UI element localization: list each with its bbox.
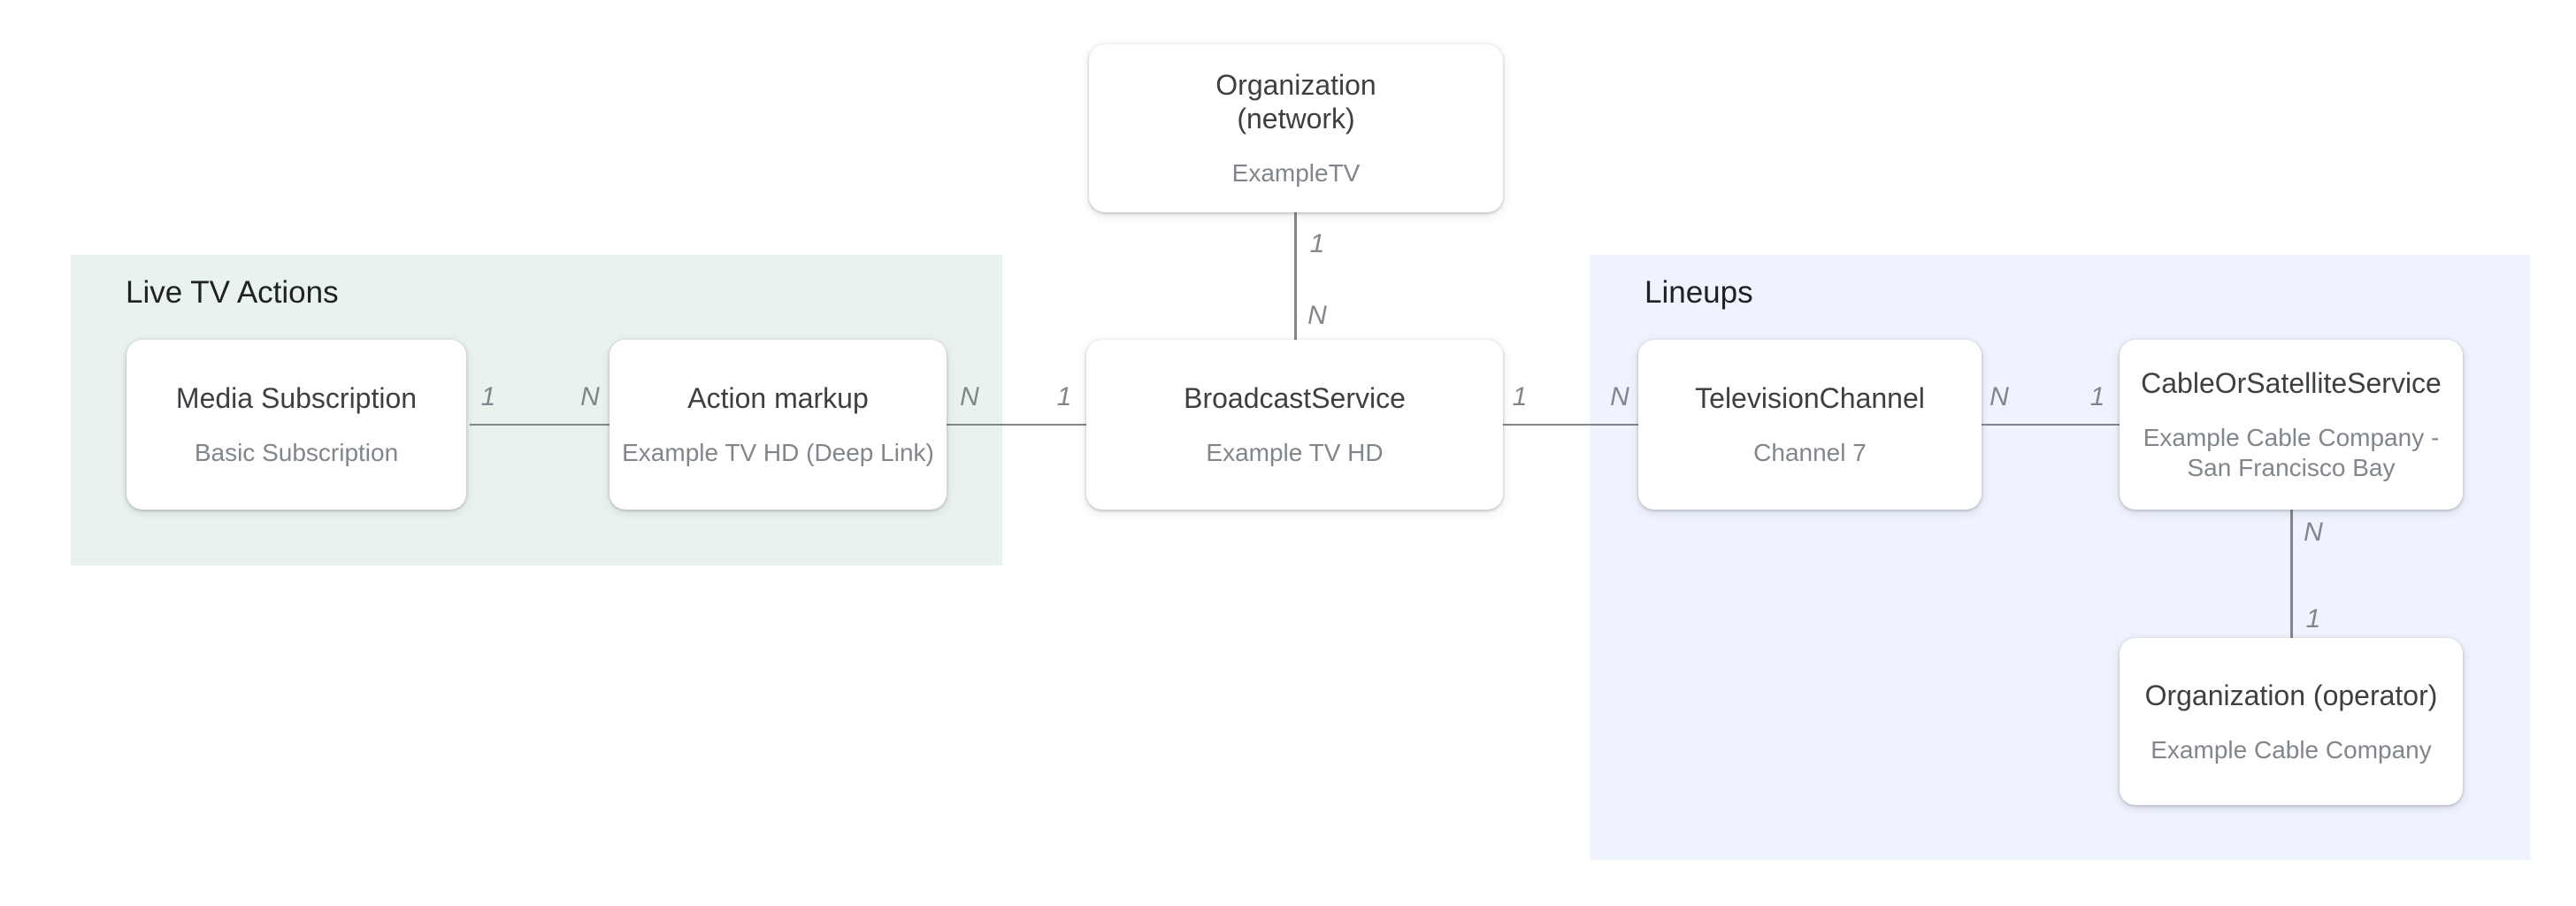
connector-network-to-broadcast: [1294, 212, 1297, 342]
cardinality-label: 1: [1056, 382, 1072, 411]
node-broadcast-service: BroadcastService Example TV HD: [1086, 340, 1503, 510]
node-subtitle: ExampleTV: [1231, 159, 1361, 187]
node-subtitle: Example TV HD (Deep Link): [622, 439, 934, 466]
cardinality-label: 1: [1512, 382, 1528, 411]
node-title: BroadcastService: [1184, 382, 1406, 414]
connector-cable-to-operator: [2290, 510, 2293, 640]
node-television-channel: TelevisionChannel Channel 7: [1638, 340, 1982, 510]
connector-broadcast-to-tvchannel: [1503, 424, 1640, 426]
cardinality-label: 1: [2089, 382, 2105, 411]
node-title: Organization (operator): [2144, 679, 2438, 711]
node-title: Organization (network): [1215, 69, 1376, 134]
cardinality-label: N: [960, 382, 979, 411]
cardinality-label: N: [1610, 382, 1629, 411]
node-title: CableOrSatelliteService: [2141, 367, 2442, 399]
node-subtitle: Example Cable Company: [2150, 735, 2432, 764]
node-action-markup: Action markup Example TV HD (Deep Link): [610, 340, 947, 510]
node-subtitle: Basic Subscription: [194, 439, 399, 466]
node-subtitle: Channel 7: [1753, 439, 1867, 466]
connector-action-to-broadcast: [947, 424, 1088, 426]
node-subtitle: Example Cable Company - San Francisco Ba…: [2143, 424, 2440, 481]
node-organization-network: Organization (network) ExampleTV: [1089, 44, 1503, 212]
cardinality-label: N: [1307, 301, 1327, 330]
connector-mediasub-to-action: [470, 424, 610, 426]
cardinality-label: 1: [2305, 604, 2321, 633]
region-title-lineups: Lineups: [1644, 275, 1753, 310]
region-title-live-tv-actions: Live TV Actions: [126, 275, 339, 310]
node-subtitle: Example TV HD: [1206, 439, 1384, 466]
node-media-subscription: Media Subscription Basic Subscription: [126, 340, 466, 510]
cardinality-label: N: [1990, 382, 2009, 411]
cardinality-label: N: [580, 382, 600, 411]
cardinality-label: N: [2304, 518, 2323, 547]
cardinality-label: 1: [1309, 229, 1325, 258]
node-title: TelevisionChannel: [1695, 382, 1925, 414]
node-organization-operator: Organization (operator) Example Cable Co…: [2120, 638, 2463, 805]
node-title: Media Subscription: [175, 382, 418, 414]
node-title: Action markup: [687, 382, 869, 414]
node-cable-or-satellite-service: CableOrSatelliteService Example Cable Co…: [2120, 340, 2463, 510]
cardinality-label: 1: [480, 382, 496, 411]
connector-tvchannel-to-cable: [1982, 424, 2121, 426]
